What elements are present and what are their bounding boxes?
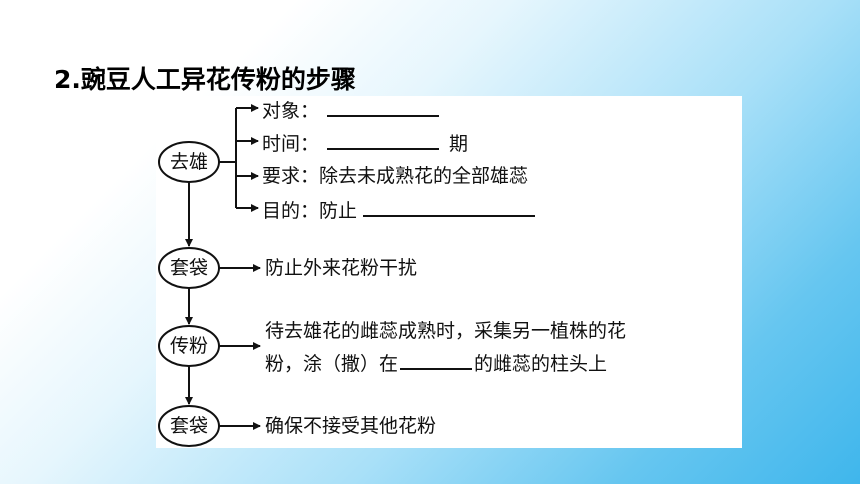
detail-time-label: 时间： bbox=[262, 133, 320, 155]
slide-title: 2.豌豆人工异花传粉的步骤 bbox=[54, 65, 356, 94]
detail-purpose: 目的：防止 bbox=[262, 197, 536, 222]
detail-pollination-after: 的雌蕊的柱头上 bbox=[474, 353, 608, 375]
node-castration: 去雄 bbox=[169, 151, 208, 173]
detail-pollination-line-2: 粉，涂（撒）在 的雌蕊的柱头上 bbox=[265, 350, 607, 375]
detail-object-label: 对象： bbox=[262, 100, 320, 122]
node-bagging-1: 套袋 bbox=[169, 257, 208, 279]
flowchart-connectors bbox=[158, 104, 261, 447]
node-bagging-2: 套袋 bbox=[169, 415, 208, 437]
flowchart-panel: 去雄 套袋 传粉 套袋 对象： 时间： 期 要求：除去未成熟花的全部雄蕊 目的：防… bbox=[156, 96, 742, 448]
detail-purpose-label: 目的：防止 bbox=[262, 200, 358, 222]
blank-pollination bbox=[400, 350, 473, 370]
detail-pollination-line-1: 待去雄花的雌蕊成熟时，采集另一植株的花 bbox=[265, 320, 627, 342]
detail-bagging-2: 确保不接受其他花粉 bbox=[265, 415, 437, 437]
blank-time bbox=[327, 130, 440, 150]
detail-time-suffix: 期 bbox=[449, 133, 469, 155]
detail-bagging-1: 防止外来花粉干扰 bbox=[265, 257, 418, 279]
blank-object bbox=[327, 97, 440, 117]
node-pollination: 传粉 bbox=[169, 335, 208, 357]
detail-requirement: 要求：除去未成熟花的全部雄蕊 bbox=[262, 165, 529, 187]
detail-time: 时间： 期 bbox=[262, 130, 468, 155]
blank-purpose bbox=[363, 197, 536, 217]
detail-object: 对象： bbox=[262, 97, 440, 122]
detail-pollination-before: 粉，涂（撒）在 bbox=[265, 353, 399, 375]
